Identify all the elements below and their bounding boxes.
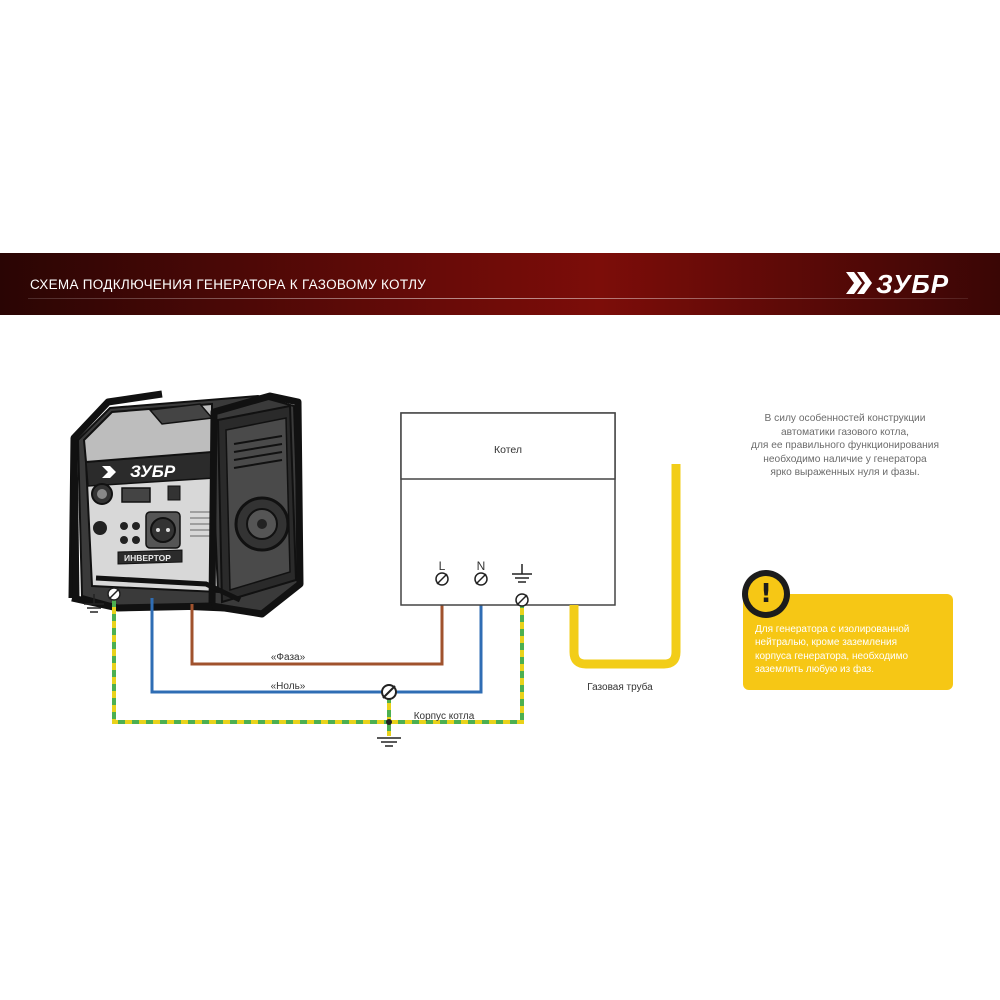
phase-label: «Фаза»: [271, 652, 306, 663]
header-banner: СХЕМА ПОДКЛЮЧЕНИЯ ГЕНЕРАТОРА К ГАЗОВОМУ …: [0, 253, 1000, 315]
info-line: для ее правильного функционирования: [751, 440, 939, 452]
generator-ground-terminal: [107, 587, 121, 601]
ground-wire: [112, 600, 524, 736]
boiler-ground-icon: [512, 564, 532, 583]
terminal-l-label: L: [439, 559, 446, 573]
neutral-label: «Ноль»: [271, 681, 306, 692]
warning-line: Для генератора с изолированной: [755, 624, 910, 635]
generator-ground-icon: [84, 594, 104, 613]
brand-logo: ЗУБР: [846, 269, 970, 299]
neutral-ground-junction: [381, 684, 397, 725]
info-line: автоматики газового котла,: [781, 426, 909, 438]
boiler-label: Котел: [494, 444, 522, 456]
terminal-n: [474, 572, 488, 586]
header-divider: [28, 298, 968, 299]
boiler: Котел L N: [400, 412, 616, 607]
gas-pipe-label: Газовая труба: [587, 681, 653, 693]
warning-line: заземлить любую из фаз.: [755, 663, 875, 675]
generator-illustration: ЗУБР ИНВЕРТОР: [68, 390, 304, 618]
warning-icon: !: [742, 570, 790, 618]
info-line: ярко выраженных нуля и фазы.: [770, 467, 920, 479]
warning-line: корпуса генератора, необходимо: [755, 650, 909, 662]
generator-brand: ЗУБР: [130, 462, 176, 481]
warning-line: нейтралью, кроме заземления: [755, 637, 898, 649]
terminal-ground: [515, 593, 529, 607]
generator-model-plate: ИНВЕРТОР: [124, 553, 171, 563]
ground-label: Корпус котла: [414, 711, 475, 722]
terminal-n-label: N: [477, 559, 486, 573]
page-title: СХЕМА ПОДКЛЮЧЕНИЯ ГЕНЕРАТОРА К ГАЗОВОМУ …: [30, 277, 427, 292]
info-line: необходимо наличие у генератора: [763, 453, 927, 465]
terminal-l: [435, 572, 449, 586]
info-text: В силу особенностей конструкции автомати…: [700, 412, 990, 480]
logo-text: ЗУБР: [876, 269, 950, 299]
info-line: В силу особенностей конструкции: [764, 413, 926, 424]
earth-ground-icon: [377, 737, 401, 747]
phase-wire: [190, 584, 444, 666]
gas-pipe: [569, 464, 681, 669]
brand-arrow-icon: [846, 272, 872, 294]
warning-text: Для генератора с изолированной нейтралью…: [755, 623, 909, 676]
neutral-wire: [150, 584, 483, 694]
